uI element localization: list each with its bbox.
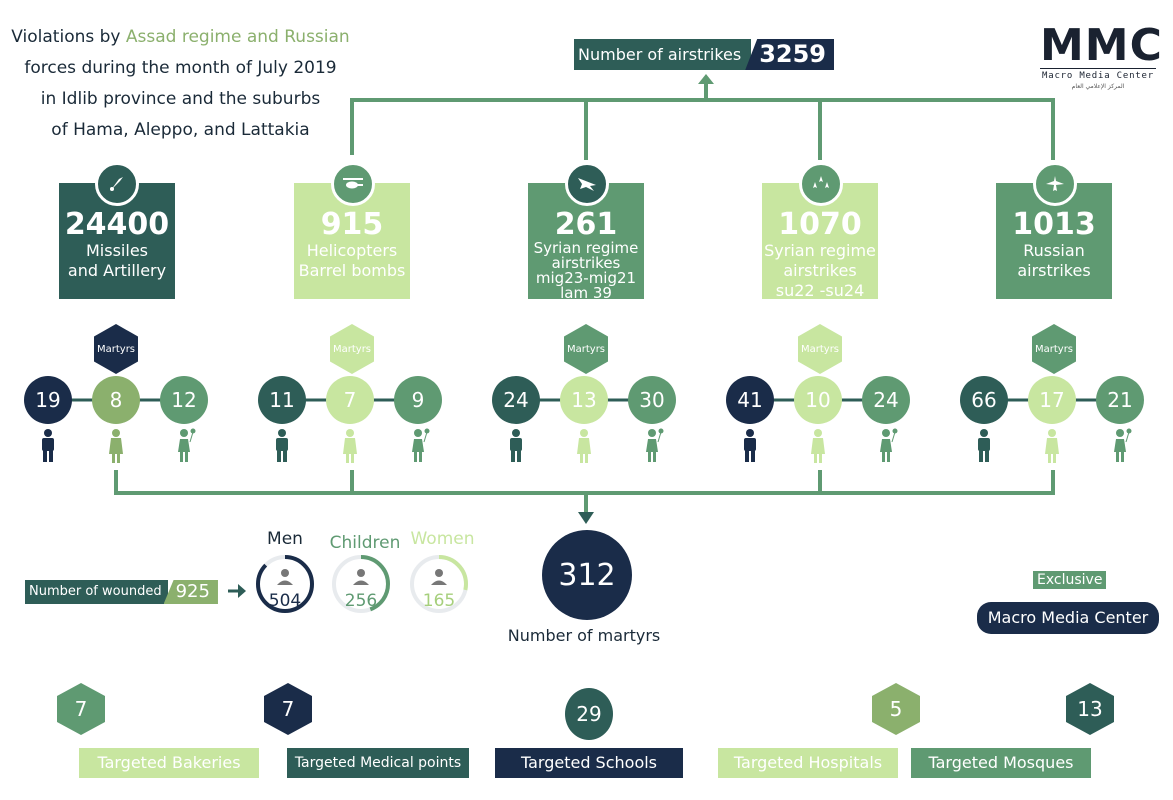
- wounded-men-label: Men: [267, 529, 303, 549]
- logo-arabic: المركز الإعلامي العام: [1071, 83, 1125, 90]
- helicopter-icon: [331, 162, 375, 206]
- wounded-women-value: 165: [423, 591, 455, 611]
- target-bakeries-label: Targeted Bakeries: [79, 748, 259, 778]
- airstrikes-value: 3259: [745, 39, 834, 70]
- child-icon: [646, 428, 664, 462]
- card-desc: airstrikes: [1017, 261, 1091, 280]
- logo-mark: MMC: [1040, 20, 1163, 71]
- mmc-logo: MMC Macro Media Center المركز الإعلامي ا…: [1040, 20, 1163, 91]
- target-schools-label: Targeted Schools: [495, 748, 683, 778]
- title-accent: Assad regime and Russian: [125, 27, 350, 47]
- woman-icon: [343, 429, 357, 463]
- children-count: 9: [394, 376, 442, 424]
- card-desc: airstrikes: [783, 261, 857, 280]
- card-desc: and Artillery: [67, 261, 167, 280]
- woman-icon: [577, 429, 591, 463]
- wounded-men-value: 504: [269, 591, 301, 611]
- card-regime-mig: 261 Syrian regime airstrikes mig23-mig21…: [528, 183, 644, 302]
- women-count: 8: [92, 376, 140, 424]
- men-count: 41: [726, 376, 774, 424]
- martyrs-hex: Martyrs: [94, 324, 138, 374]
- women-count: 10: [794, 376, 842, 424]
- card-desc: mig23-mig21: [535, 269, 637, 287]
- card-value: 1070: [778, 207, 862, 242]
- women-count: 17: [1028, 376, 1076, 424]
- exclusive-tag: Exclusive: [1033, 571, 1107, 589]
- children-count: 30: [628, 376, 676, 424]
- title-line4: of Hama, Aleppo, and Lattakia: [51, 120, 310, 140]
- card-desc: airstrikes: [551, 254, 621, 272]
- target-mosques-label: Targeted Mosques: [911, 748, 1091, 778]
- men-count: 11: [258, 376, 306, 424]
- jet-formation-icon: [799, 162, 843, 206]
- title-line3: in Idlib province and the suburbs: [40, 89, 321, 109]
- man-icon: [276, 429, 288, 462]
- wounded-women-label: Women: [410, 529, 475, 549]
- card-value: 261: [554, 207, 618, 242]
- wounded-total: Number of wounded 925: [25, 580, 218, 604]
- card-desc: lam 39: [560, 284, 612, 302]
- child-icon: [412, 428, 430, 462]
- martyrs-hex: Martyrs: [1032, 324, 1076, 374]
- jet-icon: [565, 162, 609, 206]
- wounded-men-ring: 504: [256, 555, 314, 613]
- title-line1: Violations by: [11, 27, 126, 47]
- man-icon: [744, 429, 756, 462]
- women-count: 13: [560, 376, 608, 424]
- men-count: 66: [960, 376, 1008, 424]
- title-line2: forces during the month of July 2019: [24, 58, 337, 78]
- card-desc: su22 -su24: [775, 281, 865, 300]
- target-medical-label: Targeted Medical points: [287, 748, 469, 778]
- men-count: 19: [24, 376, 72, 424]
- airstrikes-label: Number of airstrikes: [574, 39, 752, 70]
- target-mosques-value: 13: [1066, 683, 1114, 735]
- child-icon: [178, 428, 196, 462]
- wounded-value: 925: [163, 580, 218, 604]
- org-badge: Macro Media Center: [977, 602, 1159, 634]
- page-title: Violations by Assad regime and Russian f…: [8, 22, 353, 146]
- woman-icon: [109, 429, 123, 463]
- martyrs-hex: Martyrs: [330, 324, 374, 374]
- card-desc: Russian: [1023, 241, 1085, 260]
- martyrs-total-value: 312: [542, 530, 632, 620]
- card-desc: Missiles: [86, 241, 148, 260]
- target-hospitals-value: 5: [872, 683, 920, 735]
- woman-icon: [811, 429, 825, 463]
- man-icon: [978, 429, 990, 462]
- card-desc: Syrian regime: [764, 241, 876, 260]
- card-desc: Helicopters: [306, 241, 398, 260]
- bomber-icon: [1033, 162, 1077, 206]
- card-russian: 1013 Russian airstrikes: [996, 183, 1112, 299]
- card-value: 915: [320, 207, 384, 242]
- children-count: 24: [862, 376, 910, 424]
- child-icon: [880, 428, 898, 462]
- children-count: 21: [1096, 376, 1144, 424]
- target-schools-value: 29: [565, 688, 613, 740]
- card-value: 24400: [64, 207, 170, 242]
- woman-icon: [1045, 429, 1059, 463]
- wounded-children-label: Children: [329, 533, 401, 553]
- child-icon: [1114, 428, 1132, 462]
- target-hospitals-label: Targeted Hospitals: [718, 748, 898, 778]
- wounded-children-ring: 256: [332, 555, 390, 613]
- women-count: 7: [326, 376, 374, 424]
- man-icon: [510, 429, 522, 462]
- target-bakeries-value: 7: [57, 683, 105, 735]
- airstrikes-total: Number of airstrikes 3259: [574, 39, 834, 70]
- wounded-children-value: 256: [345, 591, 377, 611]
- card-desc: Syrian regime: [533, 239, 639, 257]
- wounded-women-ring: 165: [410, 555, 468, 613]
- martyrs-total-label: Number of martyrs: [507, 626, 661, 645]
- children-count: 12: [160, 376, 208, 424]
- rocket-icon: [95, 162, 139, 206]
- card-value: 1013: [1012, 207, 1096, 242]
- target-medical-value: 7: [264, 683, 312, 735]
- card-desc: Barrel bombs: [298, 261, 406, 280]
- man-icon: [42, 429, 54, 462]
- men-count: 24: [492, 376, 540, 424]
- logo-name: Macro Media Center: [1040, 68, 1156, 82]
- wounded-label: Number of wounded: [25, 580, 168, 604]
